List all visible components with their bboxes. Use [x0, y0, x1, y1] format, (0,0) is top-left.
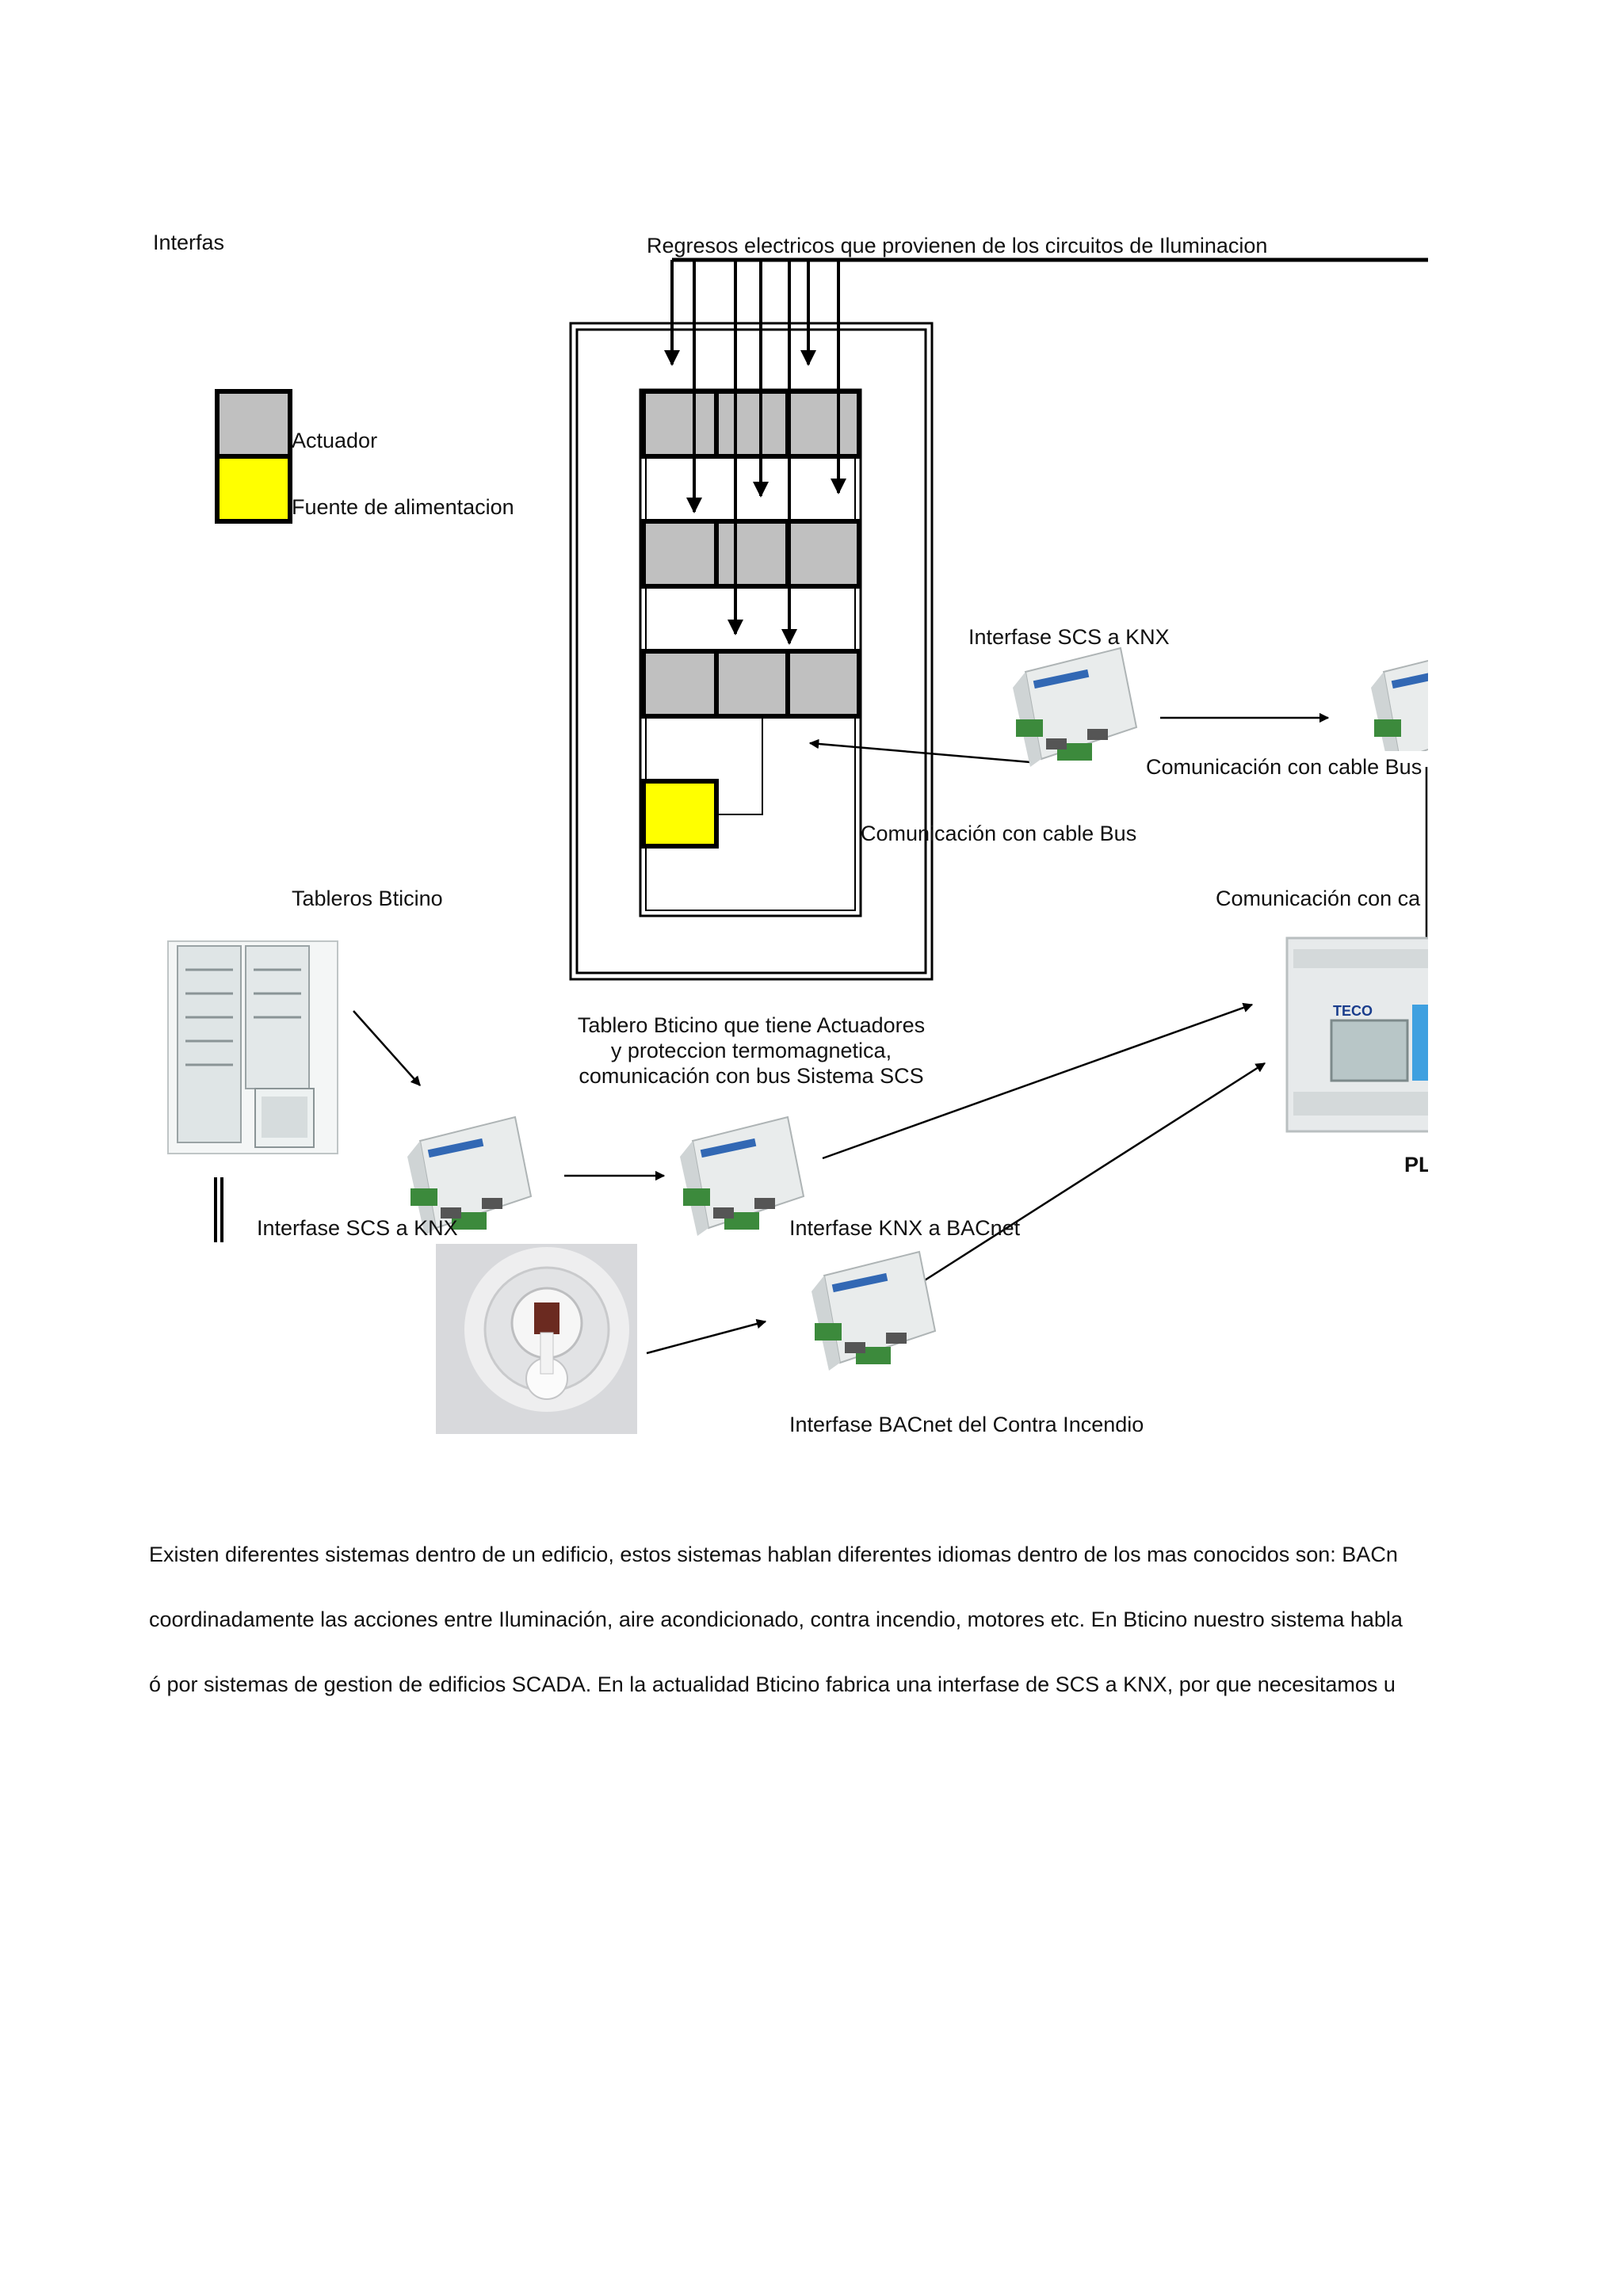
interface-device-icon: [407, 1116, 533, 1236]
diagram-area: TECO Interfas Regres: [149, 231, 1428, 1696]
panel-bus-connector: [718, 718, 763, 815]
plc-teco-icon: TECO: [1285, 936, 1428, 1133]
paragraph-line-2: coordinadamente las acciones entre Ilumi…: [149, 1608, 1403, 1631]
bus-far-right-label: Comunicación con ca: [1216, 887, 1421, 910]
tablero-description: Tablero Bticino que tiene Actuadores y p…: [577, 1013, 926, 1088]
interface-scs-knx-top-label: Interfase SCS a KNX: [968, 625, 1170, 649]
return-wires: [664, 260, 846, 645]
fire-sprinkler-icon: [436, 1244, 637, 1434]
actuator-row-3: [641, 649, 861, 719]
paragraph-line-3: ó por sistemas de gestion de edificios S…: [149, 1672, 1396, 1696]
interface-bacnet-fire-label: Interfase BACnet del Contra Incendio: [789, 1413, 1144, 1436]
paragraph-line-1: Existen diferentes sistemas dentro de un…: [149, 1543, 1398, 1566]
bus-right-label: Comunicación con cable Bus: [1146, 755, 1423, 779]
legend-actuator-label: Actuador: [292, 429, 378, 452]
top-left-label: Interfas: [153, 231, 225, 254]
interface-device-icon: [1013, 646, 1138, 767]
interface-device-icon: [680, 1116, 805, 1236]
tableros-label: Tableros Bticino: [292, 887, 443, 910]
interface-device-icon: [1371, 659, 1428, 751]
interface-scs-knx-bottom-label: Interfase SCS a KNX: [257, 1216, 458, 1240]
legend-actuator-swatch: [215, 389, 292, 459]
return-wires-caption: Regresos electricos que provienen de los…: [647, 234, 1268, 257]
bus-center-label: Comunicación con cable Bus: [861, 822, 1137, 845]
plc-brand-text: TECO: [1333, 1003, 1373, 1019]
panel-power-supply: [641, 779, 719, 849]
interface-device-icon: [812, 1250, 937, 1371]
connection-diagram: [214, 257, 1428, 1355]
plc-label: PL: [1404, 1153, 1428, 1177]
bus-arrows: [353, 712, 1428, 1355]
cabinet-inner-frame: [575, 328, 927, 974]
actuator-row-1: [641, 389, 861, 459]
actuator-row-2: [641, 519, 861, 589]
bticino-cabinet-icon: [167, 940, 338, 1154]
interface-knx-bacnet-label: Interfase KNX a BACnet: [789, 1216, 1021, 1240]
legend-power-swatch: [215, 454, 292, 524]
cabinet-outer-frame: [569, 322, 934, 981]
legend-power-label: Fuente de alimentacion: [292, 495, 514, 519]
